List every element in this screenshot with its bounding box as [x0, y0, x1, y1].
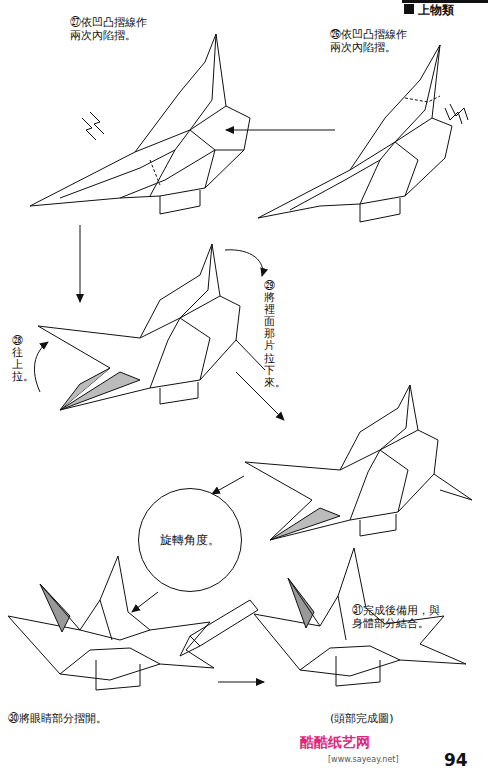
- step-caption: (頭部完成圖): [330, 712, 394, 725]
- step-caption: ㉖依凹凸摺線作兩次內陷摺。: [330, 28, 412, 54]
- rotate-circle: 旋轉角度。: [138, 488, 242, 592]
- watermark: [www.sayeay.net]: [328, 755, 399, 765]
- step-caption: ㉙將裡面那片拉下來。: [264, 280, 275, 389]
- page-number: 94: [444, 750, 468, 770]
- step-caption: ㉗依凹凸摺線作兩次內陷摺。: [70, 16, 152, 42]
- step-caption: ㉚將眼睛部分摺開。: [8, 712, 208, 725]
- step-caption: ㉘往上拉。: [12, 335, 23, 383]
- step-caption: ㉛完成後備用，與身體部分結合。: [352, 604, 444, 630]
- watermark: 酷酷纸艺网: [300, 734, 370, 751]
- node-text: 旋轉角度。: [160, 532, 220, 549]
- step-caption: 上物類: [418, 3, 454, 17]
